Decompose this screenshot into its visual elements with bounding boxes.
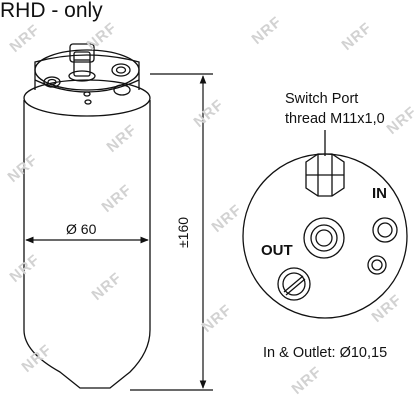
top-port-right (111, 63, 131, 77)
top-switch-port (68, 43, 96, 82)
switch-port-label: Switch Port (285, 91, 359, 107)
top-small-hole (83, 91, 91, 97)
thread-label: thread M11x1,0 (285, 111, 385, 127)
top-plug (113, 84, 131, 96)
center-port (303, 217, 345, 259)
diameter-label: Ø 60 (66, 221, 97, 237)
cylinder-top-rim (23, 79, 151, 117)
small-port (367, 255, 387, 275)
top-port-left-inner (47, 78, 57, 86)
switch-port-hex (305, 153, 345, 197)
length-label: ±160 (175, 216, 191, 248)
in-label: IN (372, 185, 387, 202)
page-title: RHD - only (0, 0, 103, 22)
top-small-hole (84, 99, 92, 105)
top-cap (34, 49, 140, 91)
outlet-note: In & Outlet: Ø10,15 (263, 345, 388, 361)
length-dimension (130, 73, 213, 391)
out-label: OUT (261, 242, 293, 259)
cylinder-outline (23, 100, 151, 389)
top-port-right-inner (115, 66, 127, 74)
top-port-left (43, 76, 61, 88)
out-plug (277, 267, 311, 301)
in-port (372, 217, 398, 243)
